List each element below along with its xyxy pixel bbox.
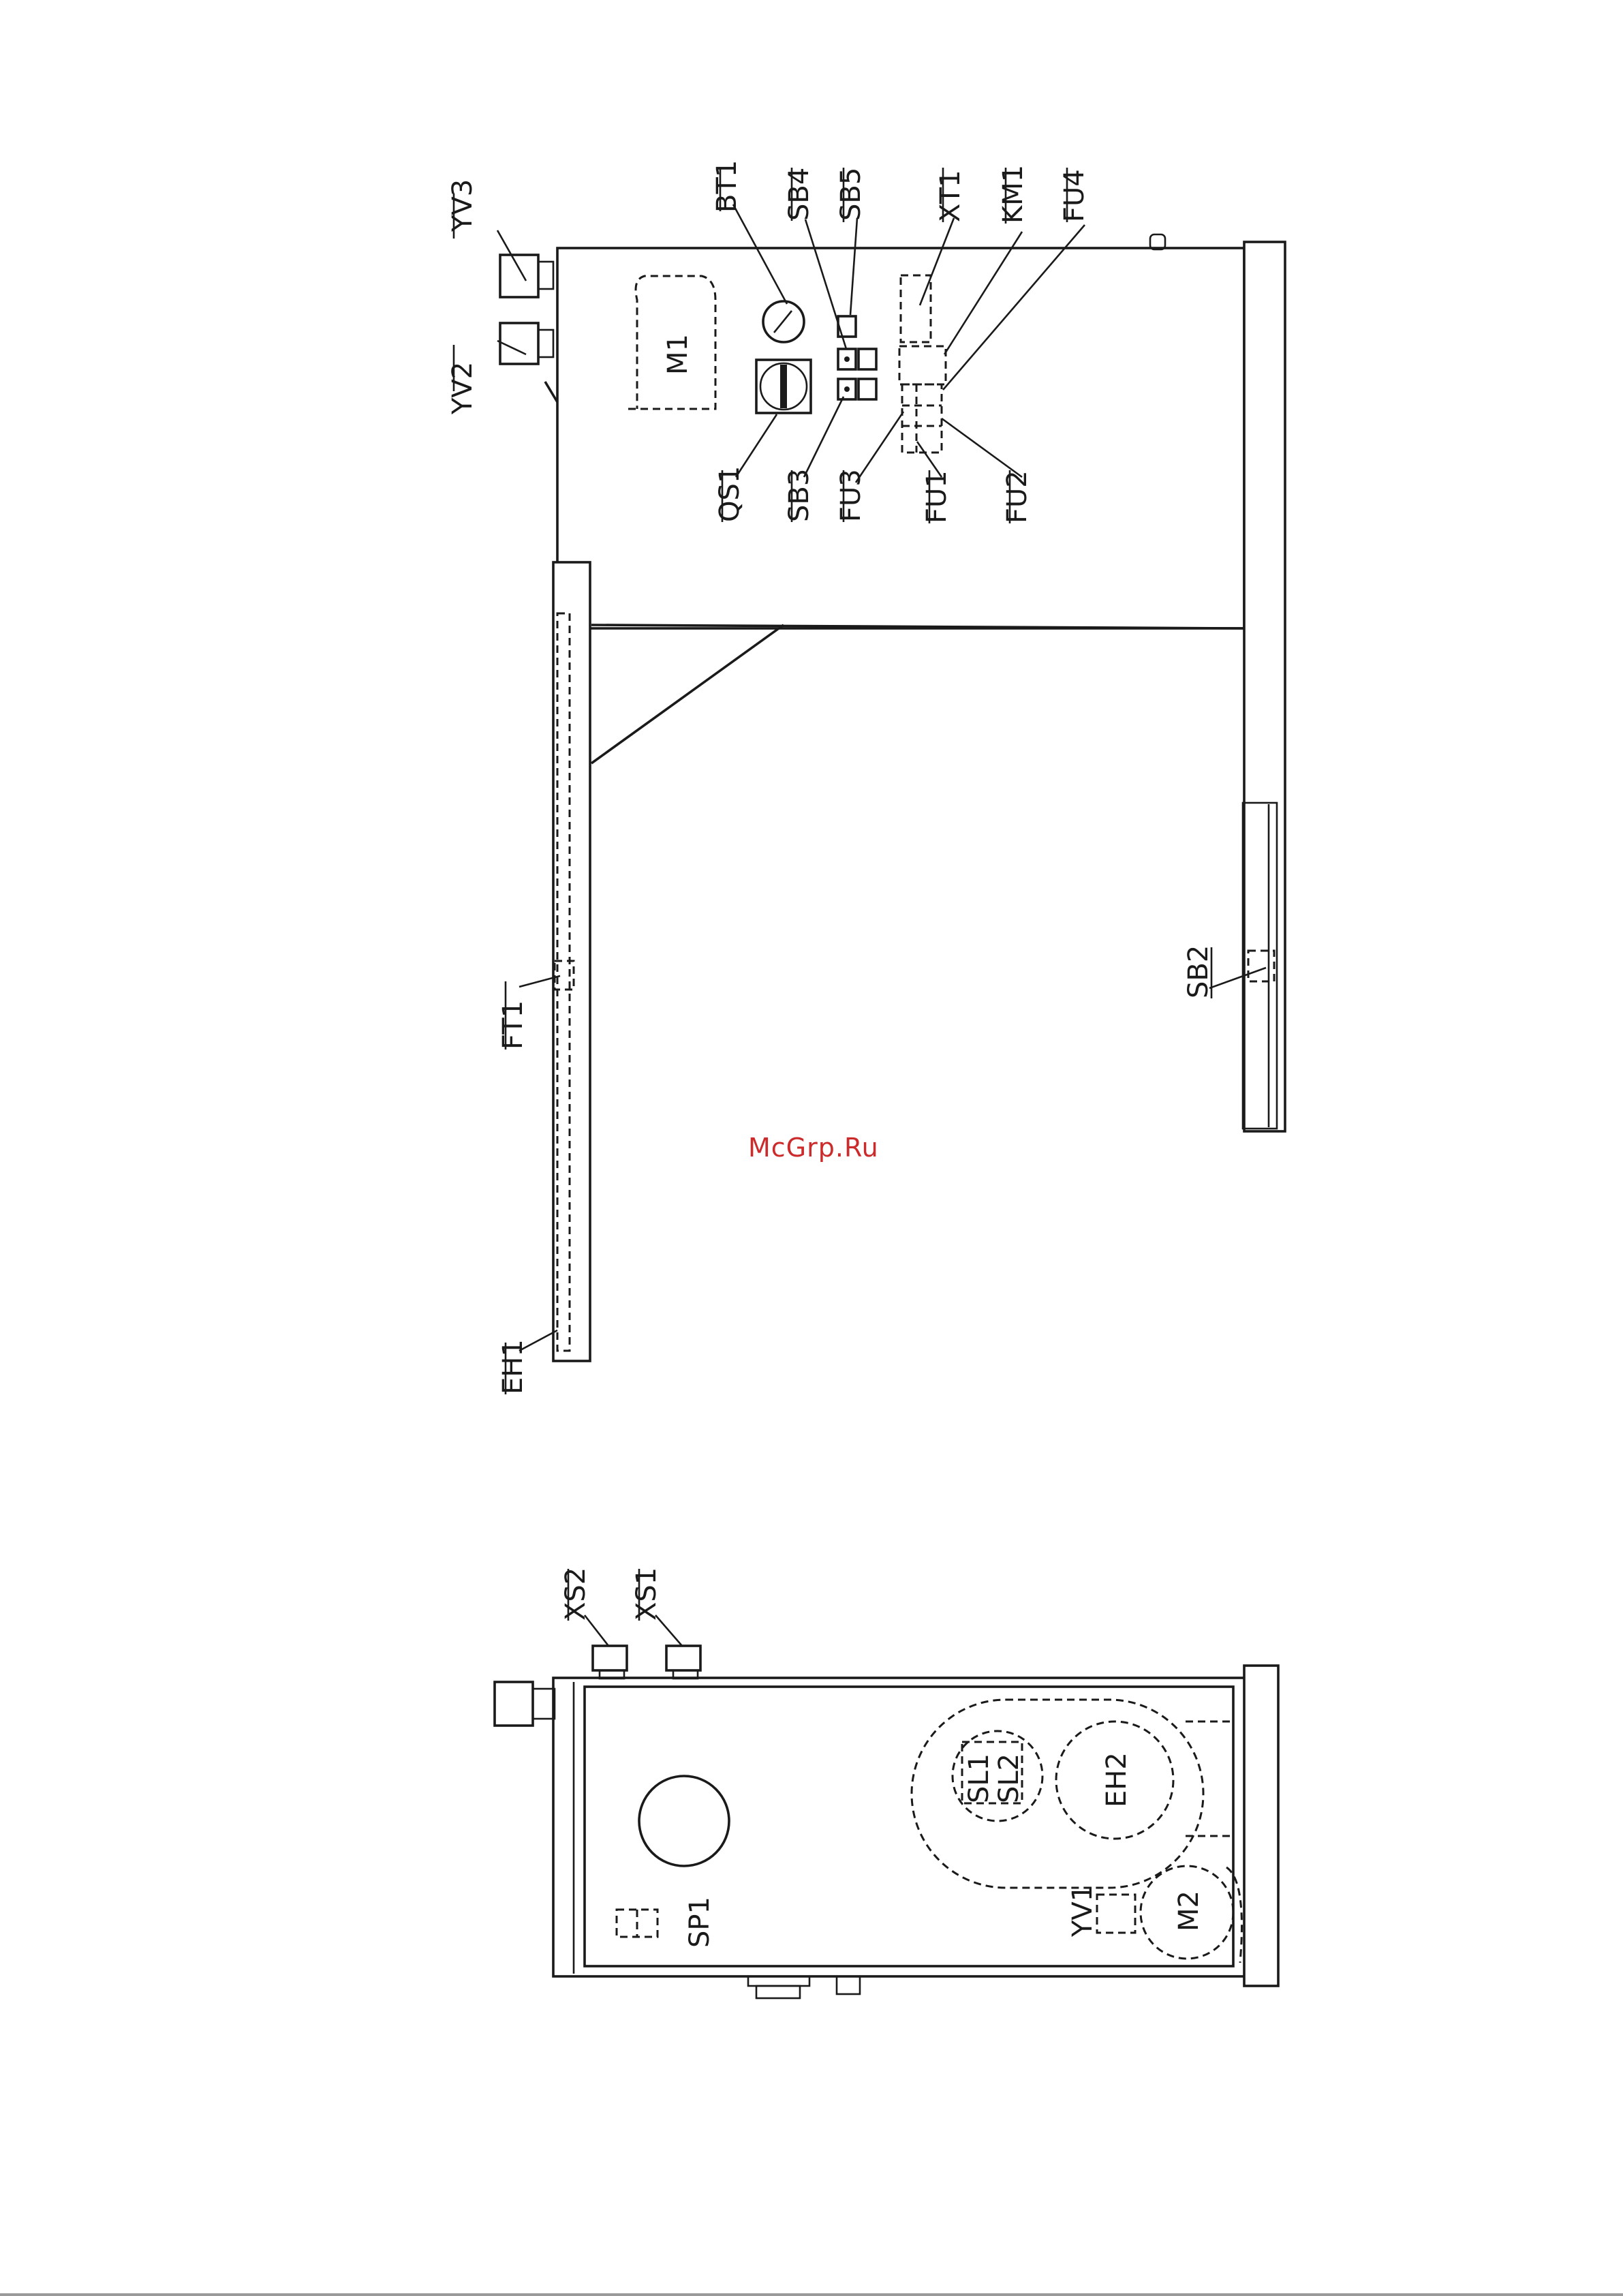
sb-dot-2: [844, 386, 850, 392]
yv3-stem: [538, 262, 553, 289]
sb3b-button: [859, 379, 876, 399]
label-xs2: XS2: [560, 1567, 591, 1621]
side-box: [495, 1682, 533, 1726]
top-leaders: [454, 168, 1085, 1394]
label-m1: M1: [662, 334, 694, 375]
label-xs1: XS1: [631, 1567, 662, 1621]
underside-connector-3: [837, 1976, 860, 1994]
label-xt1: XT1: [935, 170, 966, 222]
side-box-stem: [533, 1689, 555, 1719]
cabinet-base: [1244, 1666, 1278, 1986]
label-m2: M2: [1173, 1891, 1205, 1931]
xt1-terminal: [901, 275, 931, 342]
yv2-stem: [538, 330, 553, 357]
label-sb5: SB5: [835, 168, 867, 221]
round-port: [639, 1776, 729, 1866]
label-qs1: QS1: [714, 466, 745, 522]
underside-connector-2: [756, 1986, 800, 1998]
watermark: McGrp.Ru: [748, 1133, 879, 1163]
label-sl2: SL2: [993, 1754, 1025, 1803]
yv3-valve: [500, 255, 538, 297]
sb-dot-1: [844, 356, 850, 362]
label-sb2: SB2: [1183, 945, 1214, 998]
page-bottom-rule: [0, 2293, 1623, 2296]
km1-contactor: [899, 346, 946, 384]
label-fu1: FU1: [921, 470, 953, 523]
frame-diagonal: [591, 625, 784, 763]
xs2-socket: [593, 1646, 627, 1670]
label-ft1: FT1: [497, 1000, 529, 1050]
sb4b-button: [859, 349, 876, 369]
xs1-socket: [666, 1646, 700, 1670]
label-eh1: EH1: [497, 1339, 529, 1394]
label-sb3: SB3: [784, 469, 815, 522]
label-eh2: EH2: [1101, 1752, 1132, 1807]
fu-block: [902, 384, 942, 453]
label-bt1: BT1: [711, 160, 743, 213]
label-sp1: SP1: [684, 1897, 715, 1948]
label-sb4: SB4: [784, 168, 815, 221]
right-rail: [1244, 242, 1285, 1131]
label-sl1: SL1: [963, 1754, 995, 1803]
label-fu3: FU3: [835, 469, 867, 522]
label-km1: KM1: [998, 165, 1029, 224]
label-yv2: YV2: [447, 362, 478, 415]
label-fu2: FU2: [1002, 470, 1033, 523]
label-fu4: FU4: [1059, 169, 1090, 222]
underside-connector-1: [748, 1976, 809, 1986]
yv2-valve: [500, 323, 538, 364]
bottom-view: XS2 XS1 SL1 SL2 EH2 SP1 YV1 M2: [495, 1567, 1278, 1998]
frame-corner-bevel: [545, 382, 557, 402]
top-view: YV3 YV2 BT1 SB4 SB5 XT1 KM1 FU4 M1 QS1 S…: [447, 160, 1285, 1394]
label-yv3: YV3: [447, 179, 478, 232]
label-yv1: YV1: [1067, 1884, 1098, 1938]
